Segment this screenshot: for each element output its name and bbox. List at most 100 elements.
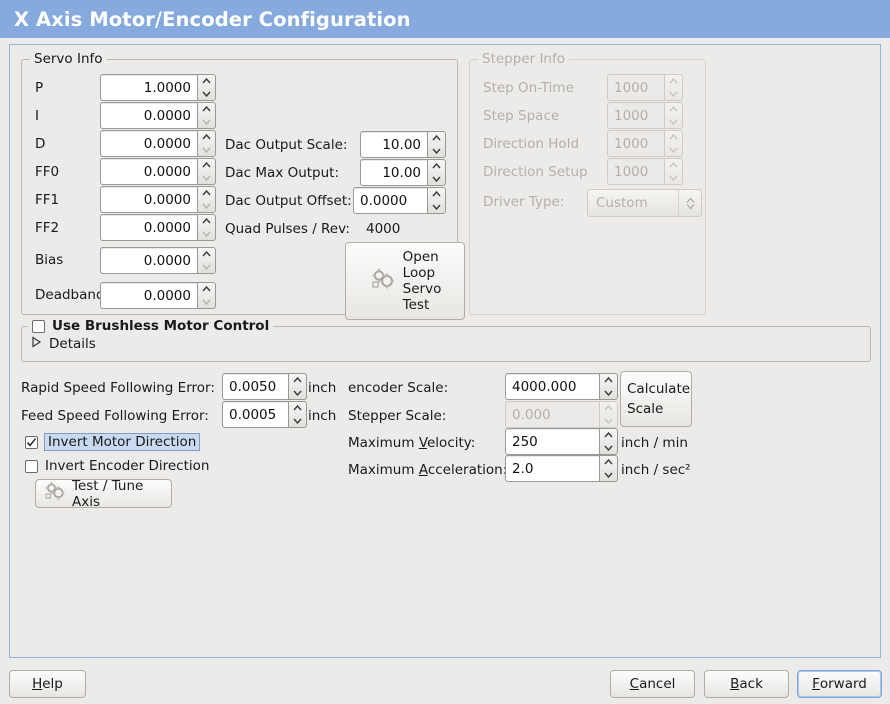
spin-up-icon[interactable] bbox=[428, 188, 445, 201]
spin-up-icon[interactable] bbox=[665, 159, 682, 172]
direction-hold-spinner[interactable]: 1000 bbox=[607, 130, 683, 157]
triangle-right-icon[interactable] bbox=[31, 336, 42, 352]
spin-down-icon[interactable] bbox=[600, 469, 617, 482]
encoder-scale-spinner[interactable]: 4000.000 bbox=[505, 373, 618, 400]
servo-i-stepper-buttons[interactable] bbox=[197, 102, 216, 129]
stepper-scale-stepper-buttons[interactable] bbox=[599, 401, 618, 428]
maximum-acceleration-input[interactable]: 2.0 bbox=[505, 455, 599, 482]
spin-up-icon[interactable] bbox=[198, 131, 215, 144]
step-on-time-input[interactable]: 1000 bbox=[607, 74, 664, 101]
direction-hold-input[interactable]: 1000 bbox=[607, 130, 664, 157]
maximum-velocity-input[interactable]: 250 bbox=[505, 428, 599, 455]
servo-ff1-spinner[interactable]: 0.0000 bbox=[100, 186, 216, 213]
dac-max-output-spinner[interactable]: 10.00 bbox=[360, 159, 446, 186]
servo-d-spinner[interactable]: 0.0000 bbox=[100, 130, 216, 157]
maximum-velocity-spinner[interactable]: 250 bbox=[505, 428, 618, 455]
feed-following-error-spinner[interactable]: 0.0005 bbox=[222, 401, 307, 428]
dac-max-output-input[interactable]: 10.00 bbox=[360, 159, 427, 186]
spin-down-icon[interactable] bbox=[289, 415, 306, 428]
servo-deadband-input[interactable]: 0.0000 bbox=[100, 282, 197, 309]
feed-following-error-stepper-buttons[interactable] bbox=[288, 401, 307, 428]
servo-bias-stepper-buttons[interactable] bbox=[197, 247, 216, 274]
servo-bias-spinner[interactable]: 0.0000 bbox=[100, 247, 216, 274]
driver-type-select[interactable]: Custom bbox=[587, 189, 702, 217]
spin-up-icon[interactable] bbox=[428, 160, 445, 173]
servo-ff0-stepper-buttons[interactable] bbox=[197, 158, 216, 185]
servo-ff1-input[interactable]: 0.0000 bbox=[100, 186, 197, 213]
step-on-time-spinner[interactable]: 1000 bbox=[607, 74, 683, 101]
spin-up-icon[interactable] bbox=[198, 103, 215, 116]
direction-setup-stepper-buttons[interactable] bbox=[664, 158, 683, 185]
dac-output-scale-input[interactable]: 10.00 bbox=[360, 131, 427, 158]
spin-down-icon[interactable] bbox=[665, 116, 682, 129]
servo-ff0-input[interactable]: 0.0000 bbox=[100, 158, 197, 185]
servo-d-input[interactable]: 0.0000 bbox=[100, 130, 197, 157]
test-tune-axis-button[interactable]: Test / Tune Axis bbox=[35, 478, 172, 510]
spin-down-icon[interactable] bbox=[198, 144, 215, 157]
spin-down-icon[interactable] bbox=[289, 387, 306, 400]
spin-down-icon[interactable] bbox=[600, 387, 617, 400]
step-on-time-stepper-buttons[interactable] bbox=[664, 74, 683, 101]
spin-down-icon[interactable] bbox=[665, 172, 682, 185]
dac-output-scale-stepper-buttons[interactable] bbox=[427, 131, 446, 158]
use-brushless-motor-control-checkbox[interactable]: Use Brushless Motor Control bbox=[32, 318, 269, 334]
servo-ff2-spinner[interactable]: 0.0000 bbox=[100, 214, 216, 241]
spin-up-icon[interactable] bbox=[600, 402, 617, 415]
direction-setup-spinner[interactable]: 1000 bbox=[607, 158, 683, 185]
step-space-spinner[interactable]: 1000 bbox=[607, 102, 683, 129]
spin-down-icon[interactable] bbox=[198, 88, 215, 101]
spin-up-icon[interactable] bbox=[289, 402, 306, 415]
servo-p-spinner[interactable]: 1.0000 bbox=[100, 74, 216, 101]
spin-down-icon[interactable] bbox=[665, 144, 682, 157]
dac-output-scale-spinner[interactable]: 10.00 bbox=[360, 131, 446, 158]
step-space-input[interactable]: 1000 bbox=[607, 102, 664, 129]
spin-up-icon[interactable] bbox=[665, 103, 682, 116]
spin-down-icon[interactable] bbox=[198, 228, 215, 241]
servo-deadband-spinner[interactable]: 0.0000 bbox=[100, 282, 216, 309]
spin-up-icon[interactable] bbox=[198, 215, 215, 228]
spin-down-icon[interactable] bbox=[428, 145, 445, 158]
checkbox-box[interactable] bbox=[25, 435, 38, 449]
spin-up-icon[interactable] bbox=[600, 429, 617, 442]
servo-ff2-stepper-buttons[interactable] bbox=[197, 214, 216, 241]
spin-up-icon[interactable] bbox=[600, 374, 617, 387]
servo-p-stepper-buttons[interactable] bbox=[197, 74, 216, 101]
maximum-velocity-stepper-buttons[interactable] bbox=[599, 428, 618, 455]
servo-i-spinner[interactable]: 0.0000 bbox=[100, 102, 216, 129]
servo-ff0-spinner[interactable]: 0.0000 bbox=[100, 158, 216, 185]
chevron-updown-icon[interactable] bbox=[678, 190, 701, 216]
spin-down-icon[interactable] bbox=[600, 442, 617, 455]
stepper-scale-input[interactable]: 0.000 bbox=[505, 401, 599, 428]
spin-up-icon[interactable] bbox=[665, 75, 682, 88]
spin-up-icon[interactable] bbox=[198, 187, 215, 200]
dac-output-offset-input[interactable]: 0.0000 bbox=[353, 187, 427, 214]
spin-up-icon[interactable] bbox=[198, 283, 215, 296]
rapid-following-error-spinner[interactable]: 0.0050 bbox=[222, 373, 307, 400]
servo-i-input[interactable]: 0.0000 bbox=[100, 102, 197, 129]
maximum-acceleration-spinner[interactable]: 2.0 bbox=[505, 455, 618, 482]
calculate-scale-button[interactable]: Calculate Scale bbox=[620, 371, 692, 427]
details-expander[interactable]: Details bbox=[31, 336, 96, 352]
stepper-scale-spinner[interactable]: 0.000 bbox=[505, 401, 618, 428]
spin-up-icon[interactable] bbox=[428, 132, 445, 145]
dac-max-output-stepper-buttons[interactable] bbox=[427, 159, 446, 186]
encoder-scale-stepper-buttons[interactable] bbox=[599, 373, 618, 400]
encoder-scale-input[interactable]: 4000.000 bbox=[505, 373, 599, 400]
spin-up-icon[interactable] bbox=[198, 75, 215, 88]
dac-output-offset-spinner[interactable]: 0.0000 bbox=[353, 187, 446, 214]
spin-up-icon[interactable] bbox=[198, 159, 215, 172]
spin-down-icon[interactable] bbox=[198, 116, 215, 129]
open-loop-servo-test-button[interactable]: Open Loop Servo Test bbox=[345, 242, 465, 320]
checkbox-box[interactable] bbox=[25, 459, 38, 473]
servo-p-input[interactable]: 1.0000 bbox=[100, 74, 197, 101]
spin-down-icon[interactable] bbox=[198, 200, 215, 213]
invert-encoder-direction-checkbox[interactable]: Invert Encoder Direction bbox=[25, 458, 209, 474]
servo-ff1-stepper-buttons[interactable] bbox=[197, 186, 216, 213]
servo-ff2-input[interactable]: 0.0000 bbox=[100, 214, 197, 241]
spin-down-icon[interactable] bbox=[600, 415, 617, 428]
servo-bias-input[interactable]: 0.0000 bbox=[100, 247, 197, 274]
